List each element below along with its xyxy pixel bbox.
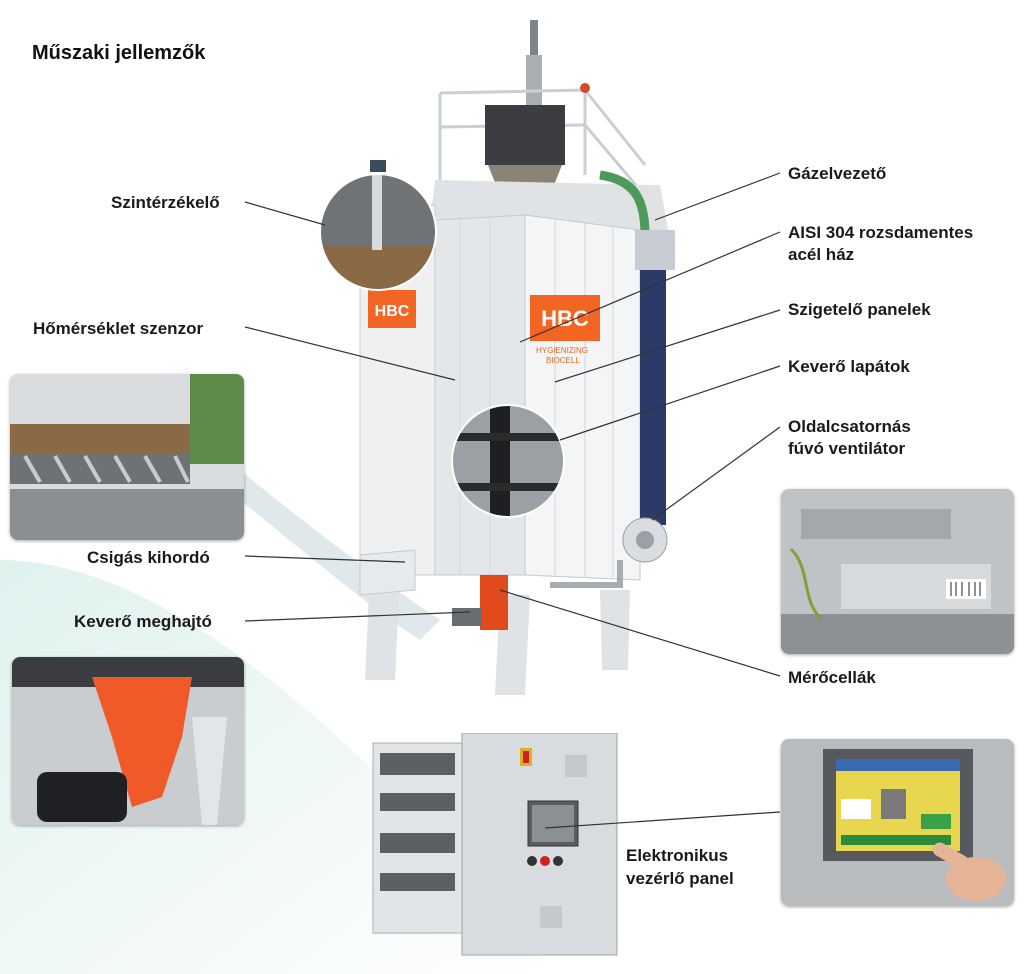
mixer-blades-inset bbox=[451, 404, 565, 518]
page-title: Műszaki jellemzők bbox=[32, 42, 206, 64]
label-mixer-drive: Keverő meghajtó bbox=[74, 612, 212, 631]
label-gas-pipe: Gázelvezető bbox=[788, 164, 887, 183]
label-housing-1: AISI 304 rozsdamentes bbox=[788, 223, 974, 242]
screw-discharger-photo bbox=[10, 374, 244, 540]
level-sensor-inset bbox=[319, 160, 437, 291]
label-temp-sensor: Hőmérséklet szenzor bbox=[33, 319, 204, 338]
label-screw-discharger: Csigás kihordó bbox=[87, 548, 210, 567]
label-load-cells: Mérőcellák bbox=[788, 668, 876, 687]
touch-panel-photo bbox=[781, 739, 1014, 906]
logo-text-left: HBC bbox=[375, 303, 410, 320]
logo-text-main: HBC bbox=[541, 306, 589, 331]
label-insulation: Szigetelő panelek bbox=[788, 300, 931, 319]
load-cells-photo bbox=[781, 489, 1014, 654]
control-cabinet bbox=[372, 733, 618, 956]
label-panel-2: vezérlő panel bbox=[626, 869, 734, 888]
logo-sub1: HYGIENIZING bbox=[536, 346, 588, 355]
mixer-drive-photo bbox=[12, 657, 244, 825]
label-housing-2: acél ház bbox=[788, 245, 855, 264]
label-blower-1: Oldalcsatornás bbox=[788, 417, 911, 436]
logo-sub2: BIOCELL bbox=[546, 356, 580, 365]
label-mixer-blades: Keverő lapátok bbox=[788, 357, 910, 376]
label-level-sensor: Szintérzékelő bbox=[111, 193, 220, 212]
biocell-machine: HBC HBC HYGIENIZING BIOCELL bbox=[359, 20, 675, 695]
label-panel-1: Elektronikus bbox=[626, 846, 729, 865]
label-blower-2: fúvó ventilátor bbox=[788, 439, 906, 458]
